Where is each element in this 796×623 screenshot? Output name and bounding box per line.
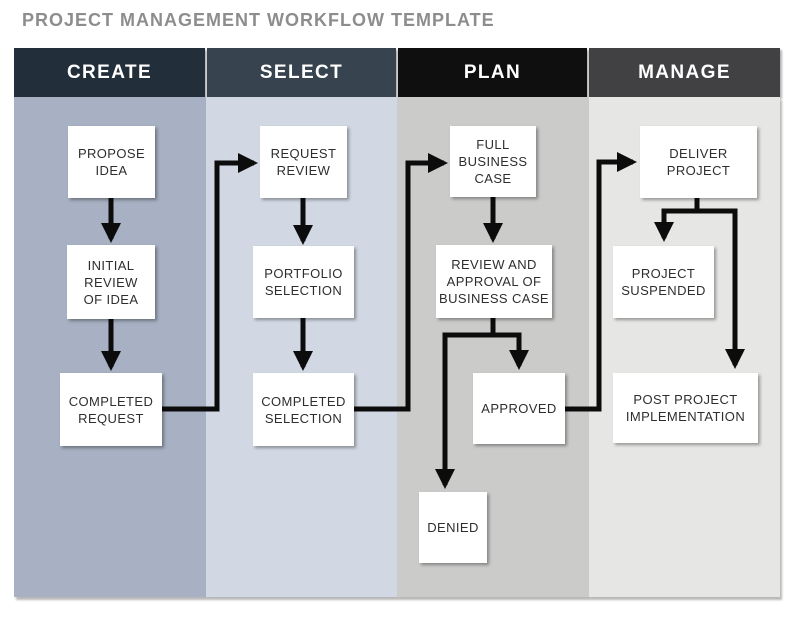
edge-deliver-project-to-project-suspended xyxy=(654,198,700,242)
edge-review-approval-to-denied xyxy=(435,318,496,489)
node-approved: APPROVED xyxy=(473,373,565,444)
edge-completed-request-to-request-review xyxy=(162,153,258,412)
column-header-manage: MANAGE xyxy=(589,48,780,97)
node-full-business-case: FULL BUSINESS CASE xyxy=(450,126,536,197)
node-propose-idea: PROPOSE IDEA xyxy=(68,126,155,198)
edge-completed-selection-to-full-business-case xyxy=(354,153,448,412)
node-portfolio-selection: PORTFOLIO SELECTION xyxy=(253,246,354,318)
edge-review-approval-to-approved xyxy=(493,332,529,370)
column-header-plan: PLAN xyxy=(398,48,587,97)
node-review-approval-business-case: REVIEW AND APPROVAL OF BUSINESS CASE xyxy=(436,245,552,318)
node-completed-selection: COMPLETED SELECTION xyxy=(253,373,354,446)
node-post-project-implementation: POST PROJECT IMPLEMENTATION xyxy=(613,373,758,443)
column-header-select: SELECT xyxy=(207,48,396,97)
page-title: PROJECT MANAGEMENT WORKFLOW TEMPLATE xyxy=(22,10,495,30)
node-project-suspended: PROJECT SUSPENDED xyxy=(613,246,714,318)
node-initial-review-of-idea: INITIAL REVIEW OF IDEA xyxy=(67,245,155,319)
edge-deliver-project-to-post-project xyxy=(697,208,745,369)
node-denied: DENIED xyxy=(419,492,487,563)
edge-approved-to-deliver-project xyxy=(565,152,637,412)
node-completed-request: COMPLETED REQUEST xyxy=(60,373,162,446)
node-request-review: REQUEST REVIEW xyxy=(260,126,347,198)
node-deliver-project: DELIVER PROJECT xyxy=(640,126,757,198)
column-header-create: CREATE xyxy=(14,48,205,97)
